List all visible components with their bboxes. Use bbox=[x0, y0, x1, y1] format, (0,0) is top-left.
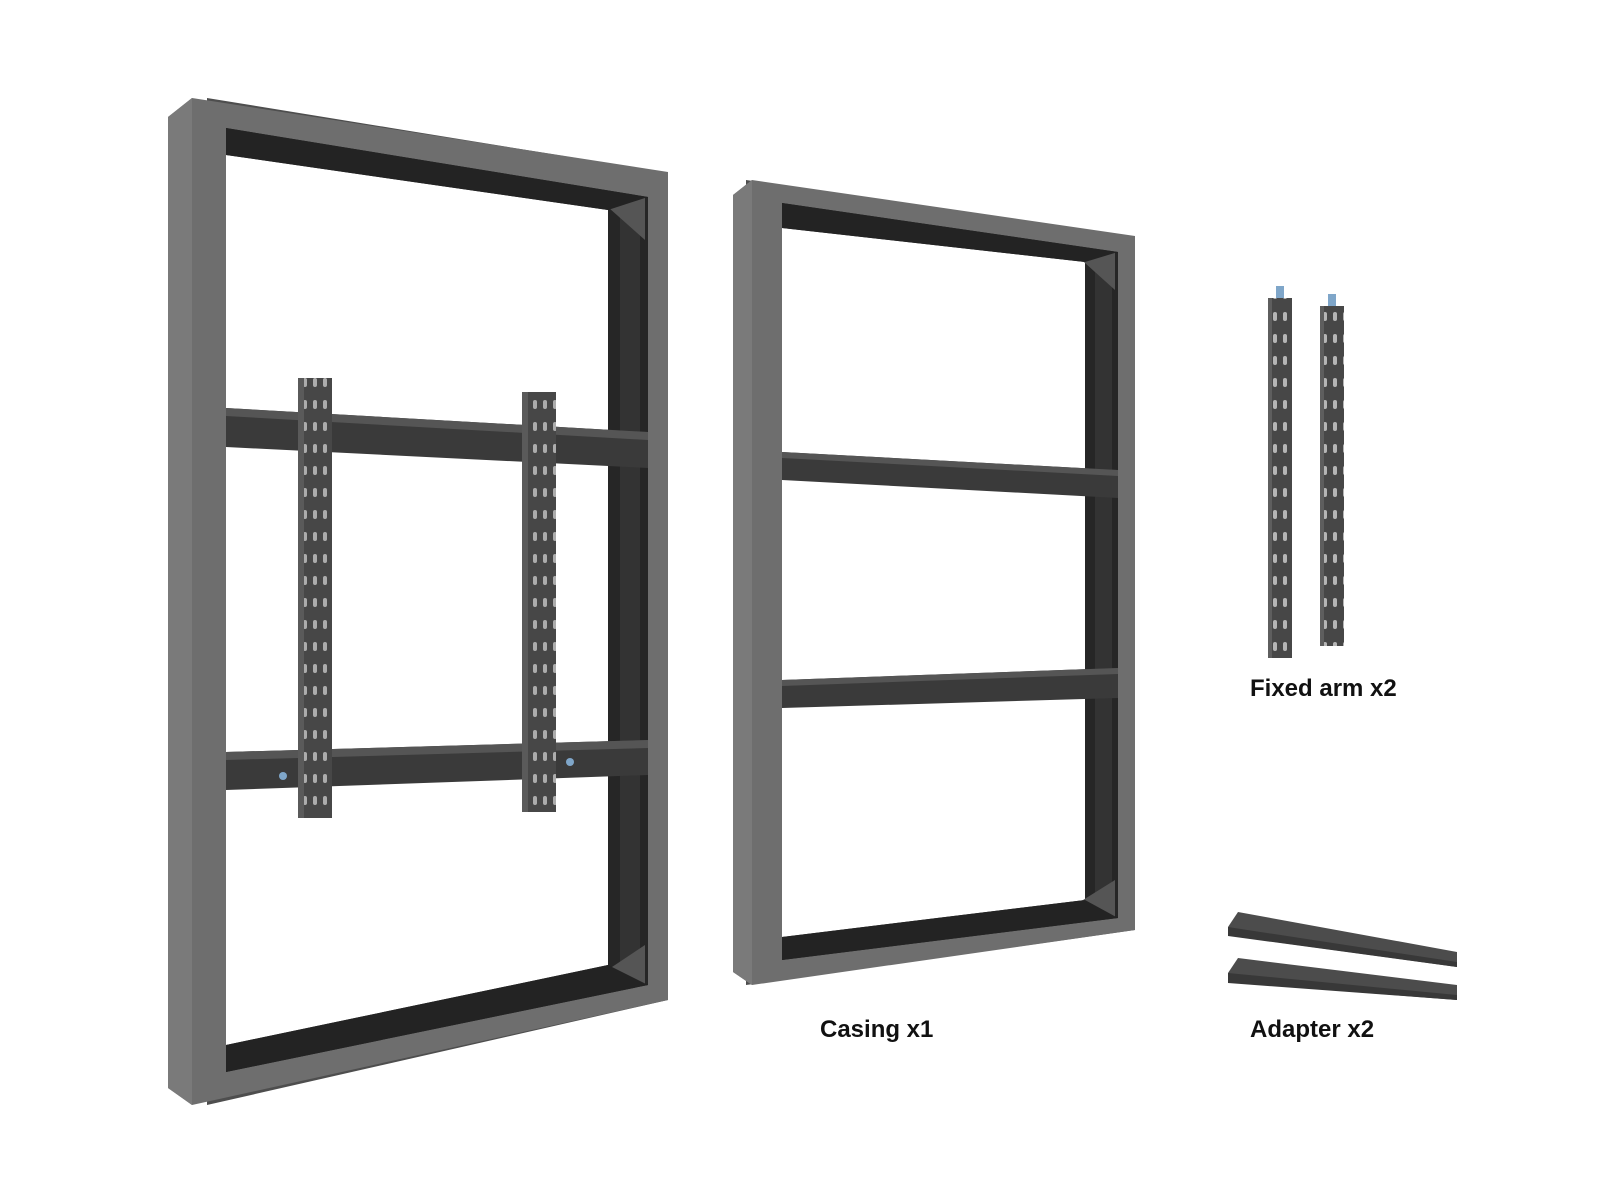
fixed-arm-1 bbox=[1268, 286, 1292, 658]
casing-crossbar-upper bbox=[782, 452, 1118, 498]
fixed-arm-pair bbox=[1268, 286, 1344, 658]
casing-caption: Casing x1 bbox=[820, 1016, 934, 1043]
adapter-pair bbox=[1228, 912, 1457, 1000]
adapter-1 bbox=[1228, 912, 1457, 967]
adapter-caption: Adapter x2 bbox=[1250, 1016, 1375, 1043]
adapter-2 bbox=[1228, 958, 1457, 1000]
casing bbox=[733, 180, 1135, 985]
bracket-left bbox=[298, 378, 332, 818]
fixed-arm-2 bbox=[1320, 294, 1344, 646]
casing-assembled bbox=[168, 98, 668, 1105]
fixed-arm-caption: Fixed arm x2 bbox=[1250, 675, 1397, 702]
bracket-right bbox=[522, 392, 556, 812]
